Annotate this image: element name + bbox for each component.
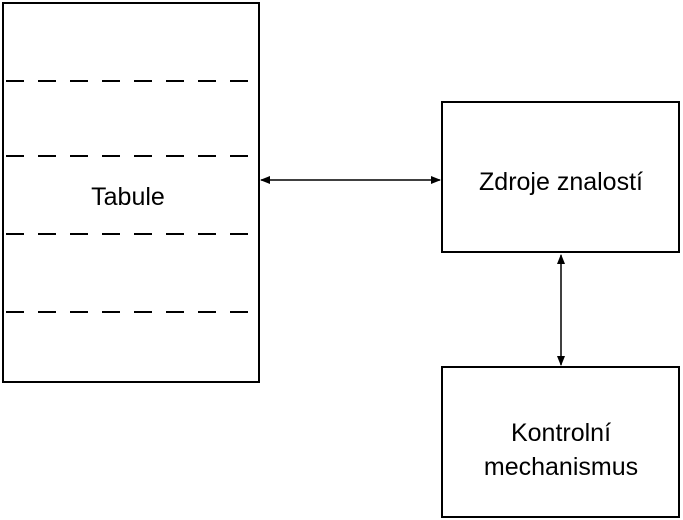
knowledge-sources-box: Zdroje znalostí bbox=[441, 101, 680, 253]
control-mechanism-label-line-1: Kontrolní bbox=[511, 419, 611, 447]
blackboard-frame bbox=[2, 2, 260, 383]
knowledge-sources-label: Zdroje znalostí bbox=[479, 168, 643, 196]
control-mechanism-frame bbox=[441, 366, 680, 518]
control-mechanism-label-line-2: mechanismus bbox=[484, 453, 638, 481]
knowledge-sources-frame bbox=[441, 101, 680, 253]
blackboard-label: Tabule bbox=[91, 183, 165, 211]
blackboard-box: Tabule bbox=[2, 2, 260, 383]
control-mechanism-box: Kontrolní mechanismus bbox=[441, 366, 680, 518]
